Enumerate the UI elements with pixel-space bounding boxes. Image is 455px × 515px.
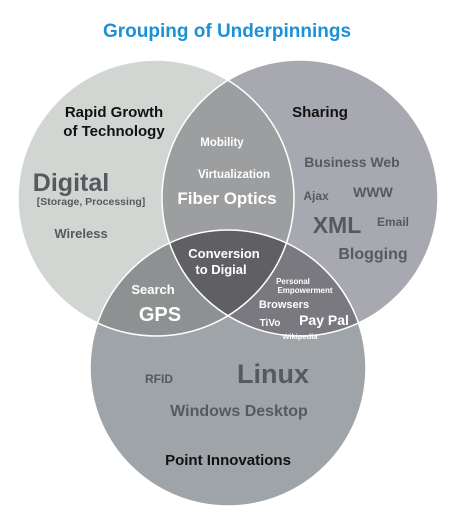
item-conversion-line2: to Digial xyxy=(195,262,246,277)
item-rfid: RFID xyxy=(145,372,173,386)
item-linux: Linux xyxy=(237,359,309,389)
item-pay-pal: Pay Pal xyxy=(299,312,349,328)
item-browsers: Browsers xyxy=(259,299,309,311)
item-wireless: Wireless xyxy=(54,226,107,241)
item-fiber-optics: Fiber Optics xyxy=(177,189,276,208)
item-digital-note: [Storage, Processing] xyxy=(37,196,146,208)
item-www: WWW xyxy=(353,184,393,200)
item-ajax: Ajax xyxy=(303,189,329,203)
item-business-web: Business Web xyxy=(304,154,399,170)
diagram-title: Grouping of Underpinnings xyxy=(103,21,351,42)
circle-sharing-outline xyxy=(161,59,439,337)
label-rapid-growth-line2: of Technology xyxy=(63,123,165,140)
circle-point-innovations-outline xyxy=(89,229,367,507)
item-personal-empowerment-line2: Empowerment xyxy=(277,286,332,295)
label-sharing: Sharing xyxy=(292,104,348,121)
item-search: Search xyxy=(131,282,174,297)
item-virtualization: Virtualization xyxy=(198,169,270,181)
item-gps: GPS xyxy=(139,304,181,326)
item-conversion-line1: Conversion xyxy=(188,246,260,261)
overlap-a-c xyxy=(90,230,294,336)
label-rapid-growth-line1: Rapid Growth xyxy=(65,104,163,121)
item-digital: Digital xyxy=(33,169,109,197)
item-mobility: Mobility xyxy=(200,137,244,149)
overlap-b-c xyxy=(162,230,366,336)
label-point-innovations: Point Innovations xyxy=(165,452,291,469)
item-wikipedia: Wikipedia xyxy=(283,332,319,341)
item-tivo: TiVo xyxy=(260,318,281,329)
item-xml: XML xyxy=(313,212,362,238)
item-blogging: Blogging xyxy=(338,246,407,263)
item-personal-empowerment-line1: Personal xyxy=(276,277,310,286)
circle-rapid-growth-outline xyxy=(17,59,295,337)
item-email: Email xyxy=(377,215,409,229)
item-windows-desktop: Windows Desktop xyxy=(170,403,308,420)
